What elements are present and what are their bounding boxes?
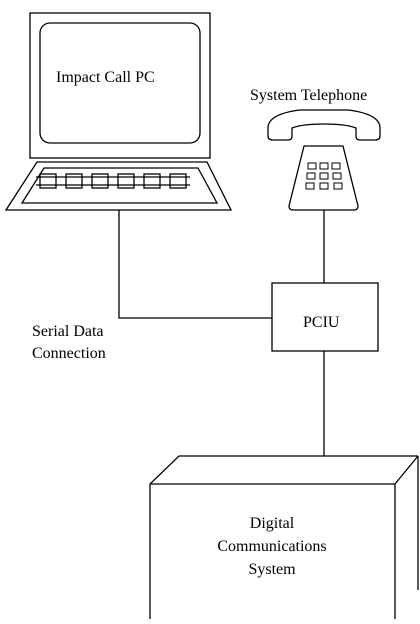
pciu-box [271, 282, 379, 352]
pc-keyboard [4, 161, 233, 211]
key [143, 173, 161, 189]
key [65, 173, 83, 189]
key [91, 173, 109, 189]
key [169, 173, 187, 189]
dcs-label-line3: System [248, 561, 296, 578]
telephone-icon [267, 109, 381, 211]
serial-data-label-line2: Connection [32, 345, 106, 362]
dcs-cabinet [149, 455, 419, 619]
pc-monitor [29, 12, 211, 159]
key [117, 173, 135, 189]
key [39, 173, 57, 189]
pc-label: Impact Call PC [56, 69, 155, 86]
dcs-label-line2: Communications [217, 538, 327, 555]
telephone-label: System Telephone [250, 87, 368, 104]
dcs-label-line1: Digital [249, 515, 295, 532]
pciu-label: PCIU [303, 314, 340, 331]
serial-data-label-line1: Serial Data [32, 323, 104, 340]
serial-data-connection-line [118, 210, 272, 319]
